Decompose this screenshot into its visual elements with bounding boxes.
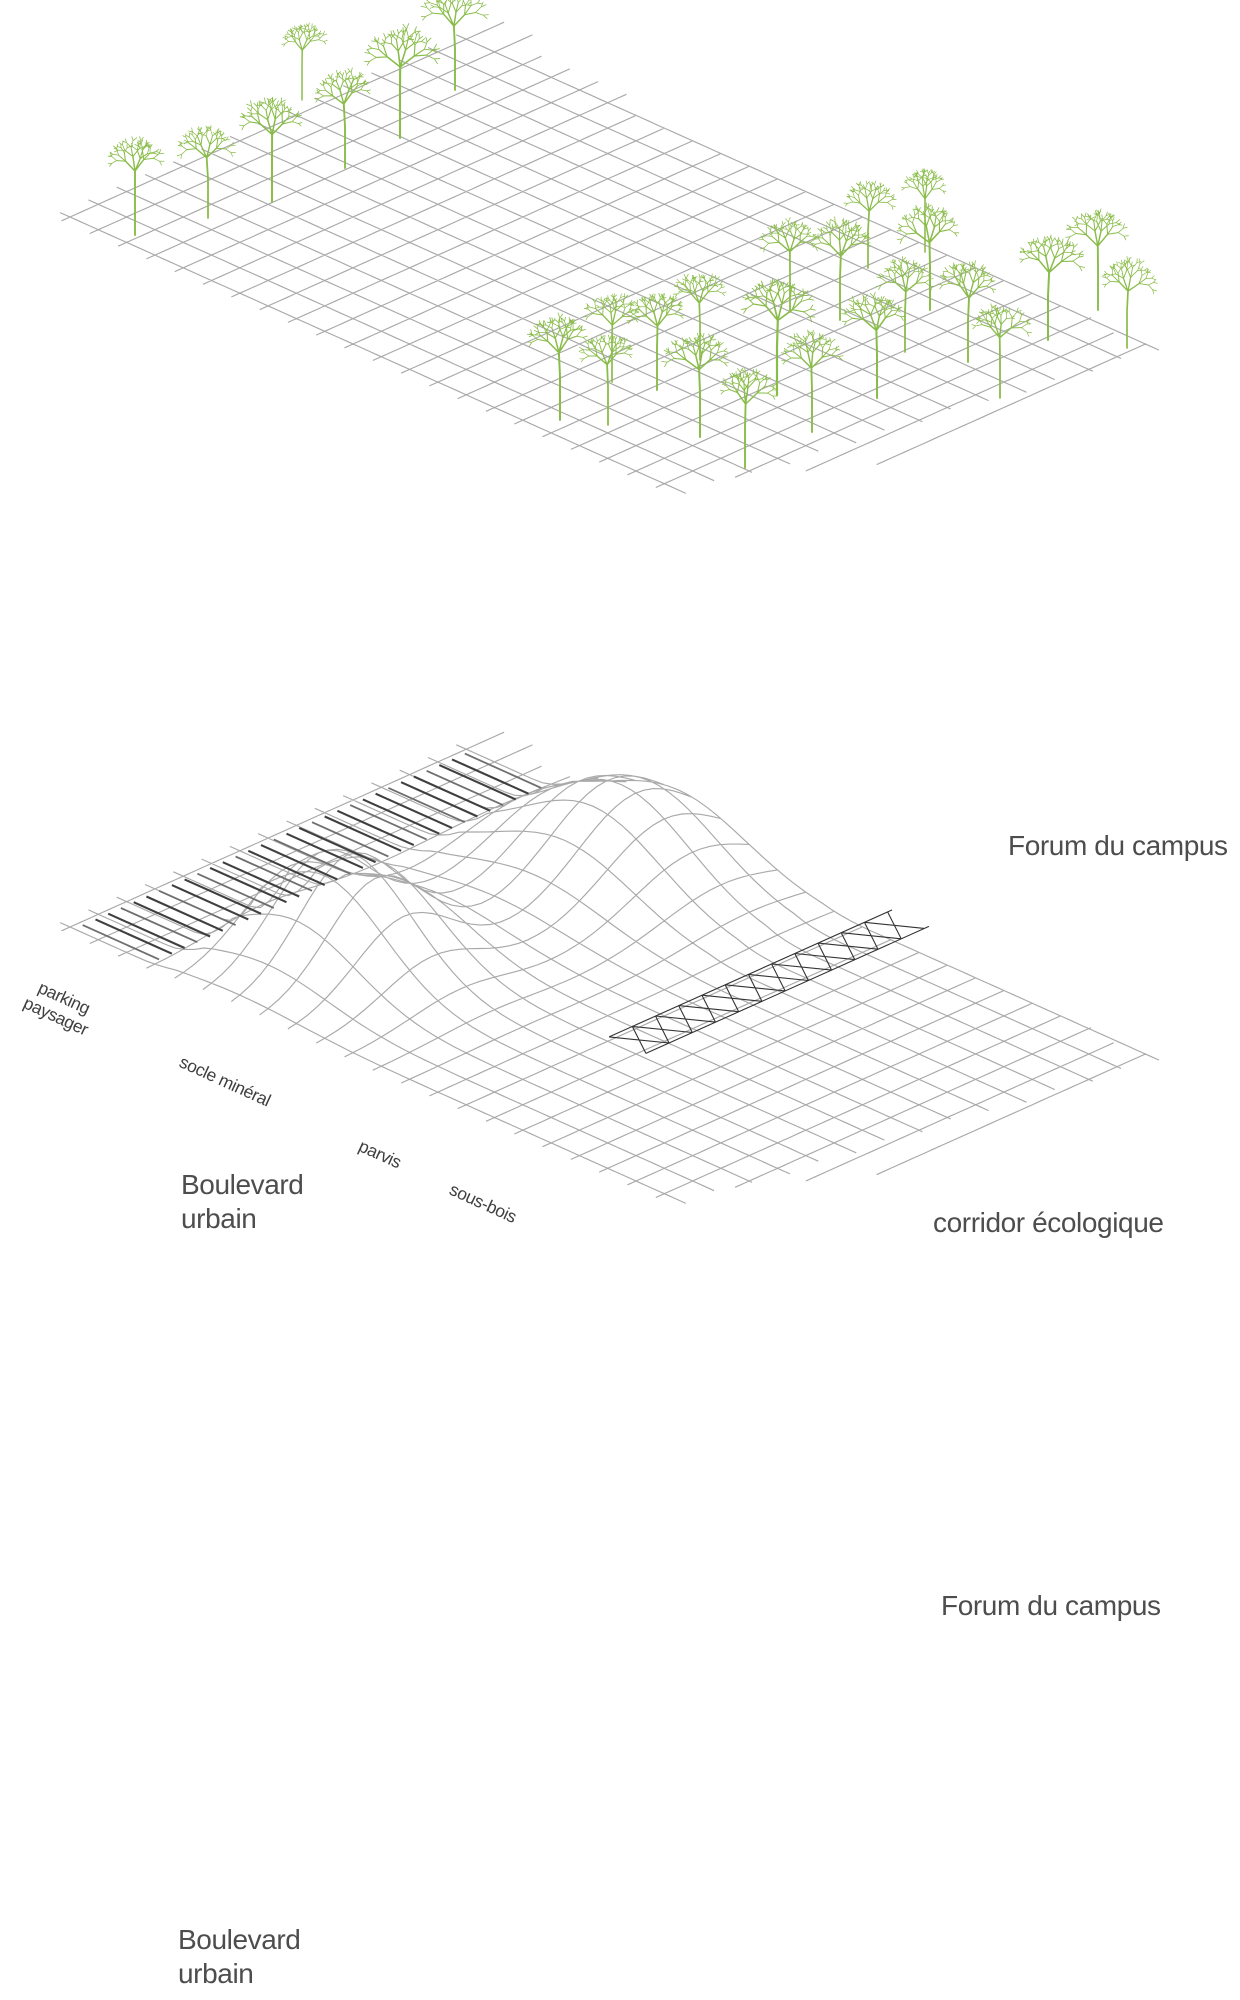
boulevard-line1: Boulevard [181, 1169, 304, 1200]
forum-campus-label-bottom: Forum du campus [941, 1590, 1161, 1621]
panel-landscape-socle [59, 731, 1160, 1204]
forum-campus-label-middle: Forum du campus [1008, 830, 1228, 861]
corridor-ecologique-label: corridor écologique [933, 1207, 1164, 1238]
boulevard-line2: urbain [181, 1202, 257, 1234]
boulevard-urbain-label-bottom: Boulevard urbain [178, 1923, 301, 1990]
panel-existing-site [59, 0, 1160, 494]
boulevard-line2: urbain [178, 1957, 254, 1989]
boulevard-urbain-label-middle: Boulevard urbain [181, 1168, 304, 1235]
boulevard-line1: Boulevard [178, 1924, 301, 1955]
